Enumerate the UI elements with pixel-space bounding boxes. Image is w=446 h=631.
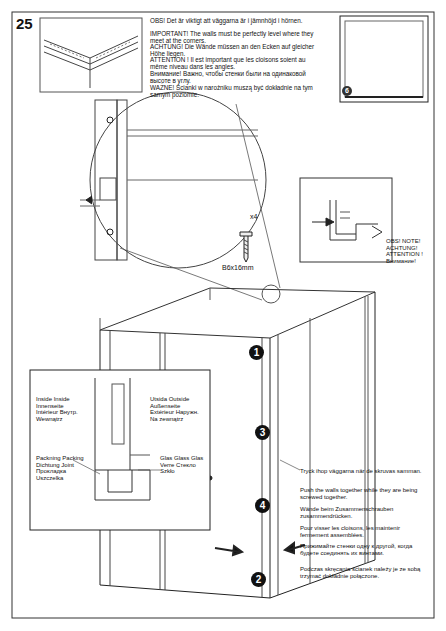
note-text: B6x16mm (222, 264, 272, 272)
note-text: Pour visser les cloisons, les maintenir … (300, 525, 430, 538)
note-text: ACHTUNG! Die Wände müssen an den Ecken a… (150, 43, 315, 57)
note-text: Podczas skręcania ścianek należy je ze s… (300, 566, 430, 579)
note-text: x4 (250, 213, 270, 221)
note-text: OBS! NOTE! ACHTUNG! ATTENTION ! Внимание… (386, 238, 430, 265)
note-text: Glas Glass Glas Verre Стекло Szkło (160, 455, 206, 475)
note-text: IMPORTANT! The walls must be perfectly l… (150, 30, 315, 44)
note-text: Tryck ihop väggarna när de skruvas samma… (300, 468, 430, 475)
note-text: Внимание! Важно, чтобы стенки были на од… (150, 70, 315, 84)
callout-number: 1 (249, 345, 264, 360)
callout-number: 3 (255, 425, 270, 440)
note-text: ATTENTION ! Il est important que les clo… (150, 56, 315, 70)
callout-number: 4 (255, 498, 270, 513)
note-text: Wände beim Zusammenschrauben zusammendrü… (300, 506, 430, 519)
note-text: OBS! Det är viktigt att väggarna är i jä… (150, 17, 315, 24)
note-text: Utsida Outside Außenseite Extérieur Нару… (150, 396, 206, 423)
note-text: Прижимайте стенки одну к другой, когда б… (300, 543, 430, 556)
note-text: Push the walls together while they are b… (300, 487, 430, 500)
note-text: Inside Inside Innenseite Intérieur Внутр… (36, 396, 86, 423)
note-text: Packning Packing Dichtung Joint Прокладк… (36, 455, 86, 482)
note-text: WAŻNE! Ścianki w narożniku muszą być dok… (150, 84, 315, 98)
callout-number: 6 (342, 86, 352, 96)
step-number: 25 (16, 16, 46, 33)
callout-number: 2 (251, 572, 266, 587)
